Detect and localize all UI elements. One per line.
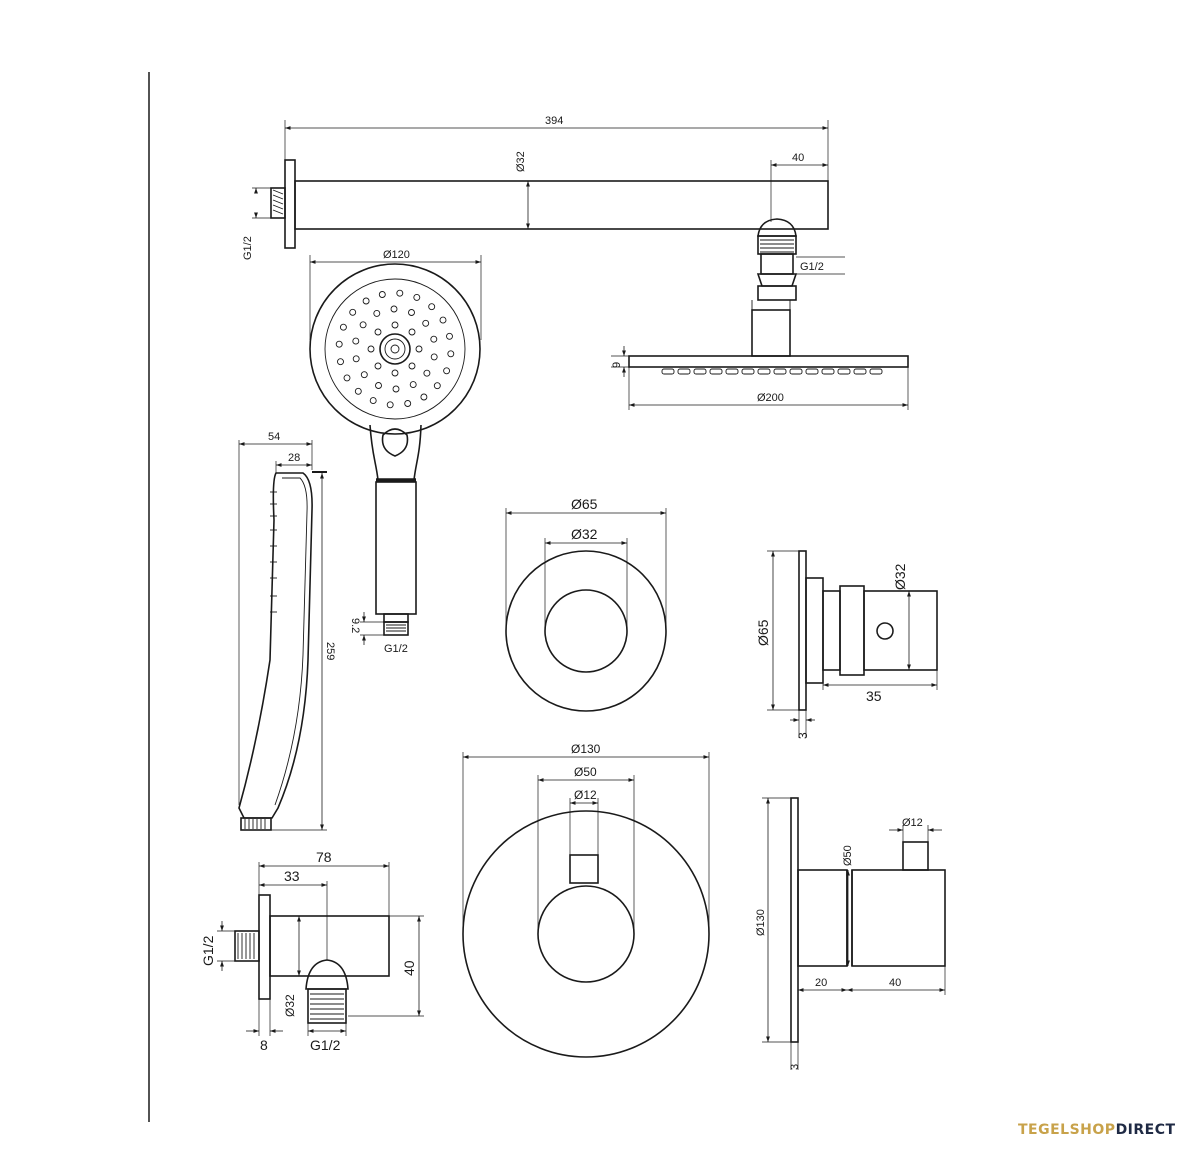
spray-nozzle — [375, 382, 382, 389]
stop-height-label: Ø65 — [755, 619, 771, 646]
valve-diameter-label: Ø50 — [842, 845, 854, 866]
rain-head-drawing: 9 Ø200 — [611, 346, 909, 410]
elbow-plate-label: 8 — [260, 1037, 268, 1053]
spray-nozzle — [369, 397, 377, 405]
spray-nozzle — [373, 309, 381, 317]
spray-nozzle — [408, 309, 415, 316]
spray-nozzle — [433, 382, 441, 390]
spray-nozzle — [408, 328, 416, 336]
spray-nozzle — [443, 367, 451, 375]
spray-nozzle — [337, 358, 344, 366]
spray-nozzle — [339, 323, 347, 331]
stop-diameter-label: Ø32 — [892, 563, 908, 590]
side-length-label: 259 — [324, 642, 336, 660]
escutcheon-front-drawing: Ø130 Ø50 Ø12 — [462, 742, 710, 1058]
spray-nozzle — [352, 337, 360, 345]
spray-nozzle — [360, 371, 368, 379]
arm-diameter-label: Ø32 — [515, 151, 527, 172]
stop-valve-side-drawing: Ø65 Ø32 35 3 — [755, 550, 938, 739]
spray-nozzle — [367, 345, 375, 353]
spray-nozzle — [349, 308, 357, 316]
head-thread-label: G1/2 — [800, 261, 824, 273]
rose-outer-label: Ø65 — [571, 496, 598, 512]
spray-nozzle — [386, 401, 394, 409]
elbow-thread-in-label: G1/2 — [200, 935, 216, 966]
spray-nozzle — [391, 321, 399, 329]
spray-nozzle — [430, 353, 438, 361]
spray-nozzle — [374, 328, 382, 336]
spray-nozzle — [396, 289, 404, 297]
spray-nozzle — [430, 335, 438, 343]
spray-nozzle — [362, 297, 370, 305]
spray-nozzle — [409, 381, 417, 389]
spray-nozzle — [413, 293, 421, 301]
spray-nozzle — [415, 345, 423, 353]
plate-outer-label: Ø130 — [571, 742, 601, 756]
wall-elbow-drawing: 78 33 40 G1/2 Ø32 8 G1/2 — [200, 849, 424, 1053]
hand-diameter-label: Ø120 — [383, 249, 410, 261]
spray-nozzle — [422, 319, 430, 327]
spray-nozzle — [428, 303, 436, 311]
spray-nozzle — [408, 362, 416, 370]
hand-shower-front-drawing: Ø120 9.2 G1/2 — [309, 249, 482, 655]
brand-logo: TEGELSHOPDIRECT — [1018, 1122, 1176, 1138]
spray-nozzle — [352, 355, 360, 363]
spray-nozzle — [392, 385, 400, 393]
shower-arm-drawing: G1/2 394 Ø32 40 G1/2 — [242, 115, 845, 357]
stop-plate-label: 3 — [796, 732, 810, 739]
valve-plate-label: 3 — [789, 1064, 801, 1070]
rose-inner-label: Ø32 — [571, 526, 598, 542]
elbow-offset-label: 33 — [284, 868, 300, 884]
spray-nozzle — [374, 362, 382, 370]
valve-side-drawing: Ø130 Ø50 Ø12 20 40 3 — [755, 797, 946, 1070]
spray-nozzle — [378, 291, 386, 298]
hand-shower-side-drawing: 54 28 259 — [238, 431, 336, 831]
spray-nozzle — [439, 316, 447, 324]
side-depth-label: 54 — [268, 431, 280, 443]
spray-nozzle — [335, 340, 343, 348]
arm-thread-label: G1/2 — [242, 236, 254, 260]
plate-mid-label: Ø50 — [574, 765, 597, 779]
valve-right-label: 40 — [889, 977, 901, 989]
head-diameter-label: Ø200 — [757, 392, 784, 404]
hand-thread-height-label: 9.2 — [349, 618, 361, 633]
brand-part2: DIRECT — [1115, 1122, 1176, 1138]
wall-rose-front-drawing: Ø65 Ø32 — [505, 496, 667, 712]
hand-thread-label: G1/2 — [384, 643, 408, 655]
spray-nozzle — [447, 350, 455, 358]
spray-nozzle — [423, 369, 431, 377]
arm-end-label: 40 — [792, 152, 804, 164]
brand-part1: TEGELSHOP — [1018, 1122, 1116, 1138]
elbow-height-label: 40 — [401, 960, 417, 976]
stop-depth-label: 35 — [866, 688, 882, 704]
arm-length-label: 394 — [545, 115, 563, 127]
spray-nozzle — [343, 374, 351, 382]
spray-nozzle — [354, 387, 362, 395]
side-head-label: 28 — [288, 452, 300, 464]
spray-nozzle — [390, 305, 398, 313]
head-height-label: 9 — [611, 362, 623, 368]
spray-nozzle — [420, 393, 428, 401]
plate-inner-label: Ø12 — [574, 788, 597, 802]
elbow-diameter-label: Ø32 — [283, 994, 297, 1017]
valve-left-label: 20 — [815, 977, 827, 989]
spray-nozzle — [391, 369, 399, 377]
spray-nozzle — [404, 400, 412, 407]
elbow-thread-out-label: G1/2 — [310, 1037, 341, 1053]
valve-height-label: Ø130 — [755, 909, 767, 936]
valve-pin-label: Ø12 — [902, 817, 923, 829]
spray-nozzle — [359, 321, 367, 329]
elbow-width-label: 78 — [316, 849, 332, 865]
spray-nozzle — [446, 332, 453, 340]
